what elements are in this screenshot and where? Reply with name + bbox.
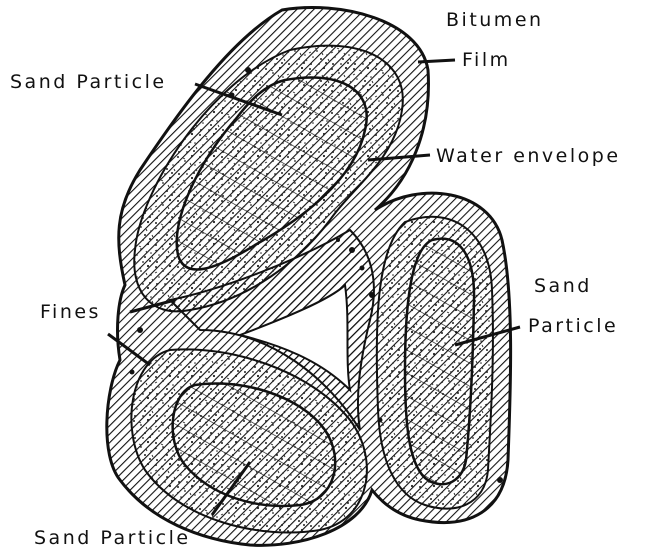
leader-bitumen-film — [418, 60, 455, 62]
label-particle-right: Particle — [528, 315, 618, 337]
label-film: Film — [462, 49, 511, 71]
label-water-envelope: Water envelope — [436, 145, 621, 167]
label-sand-particle-bottom: Sand Particle — [34, 527, 191, 549]
label-sand-particle-top: Sand Particle — [10, 71, 167, 93]
label-sand-right: Sand — [534, 275, 592, 297]
label-fines: Fines — [40, 301, 101, 323]
label-bitumen: Bitumen — [446, 9, 544, 31]
